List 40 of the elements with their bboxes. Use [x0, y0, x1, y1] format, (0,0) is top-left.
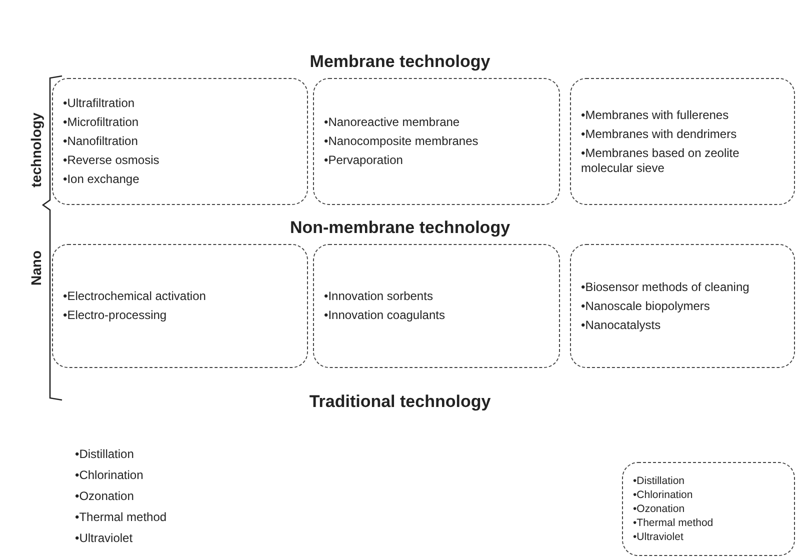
list-item: •Thermal method — [633, 517, 714, 529]
list-item: •Nanocomposite membranes — [324, 134, 480, 149]
list-item: •Membranes with fullerenes — [581, 108, 730, 122]
list-item: •Chlorination — [633, 489, 694, 501]
side-label: technology — [28, 112, 44, 188]
section-heading: Traditional technology — [309, 392, 491, 412]
list-item: •Biosensor methods of cleaning — [581, 280, 750, 294]
dashed-rounded-box — [52, 78, 308, 205]
dashed-rounded-box — [570, 78, 795, 205]
list-item: •Electro-processing — [63, 308, 168, 323]
dashed-rounded-box — [622, 462, 795, 556]
list-item: •Ion exchange — [63, 172, 140, 187]
list-item: •Ultraviolet — [633, 531, 684, 543]
dashed-rounded-box — [52, 244, 308, 368]
list-item: •Nanoscale biopolymers — [581, 298, 711, 314]
list-item: •Innovation coagulants — [324, 308, 446, 323]
list-item: •Membranes with dendrimers — [581, 126, 738, 142]
dashed-rounded-box — [313, 78, 560, 205]
list-item: •Distillation — [75, 447, 134, 461]
side-label: Nano — [28, 250, 44, 286]
dashed-rounded-box — [570, 244, 795, 368]
list-item: •Membranes based on zeolite molecular sieve — [581, 146, 740, 176]
list-item: •Distillation — [633, 475, 686, 487]
list-item: •Electrochemical activation — [63, 289, 207, 304]
list-item: •Ultraviolet — [75, 531, 133, 545]
list-item: •Pervaporation — [324, 153, 404, 168]
list-item: •Ozonation — [633, 503, 686, 515]
list-item: •Innovation sorbents — [324, 289, 434, 304]
dashed-rounded-box — [313, 244, 560, 368]
list-item: •Nanoreactive membrane — [324, 115, 461, 130]
list-item: •Nanofiltration — [63, 134, 139, 149]
list-item: •Ozonation — [75, 489, 134, 503]
list-item: •Chlorination — [75, 468, 144, 482]
list-item: •Reverse osmosis — [63, 153, 160, 168]
list-item: •Microfiltration — [63, 115, 140, 130]
list-item: •Nanocatalysts — [581, 318, 662, 332]
section-heading: Membrane technology — [310, 52, 490, 72]
list-item: •Ultrafiltration — [63, 96, 136, 111]
list-item: •Thermal method — [75, 510, 167, 524]
section-heading: Non-membrane technology — [290, 218, 510, 238]
